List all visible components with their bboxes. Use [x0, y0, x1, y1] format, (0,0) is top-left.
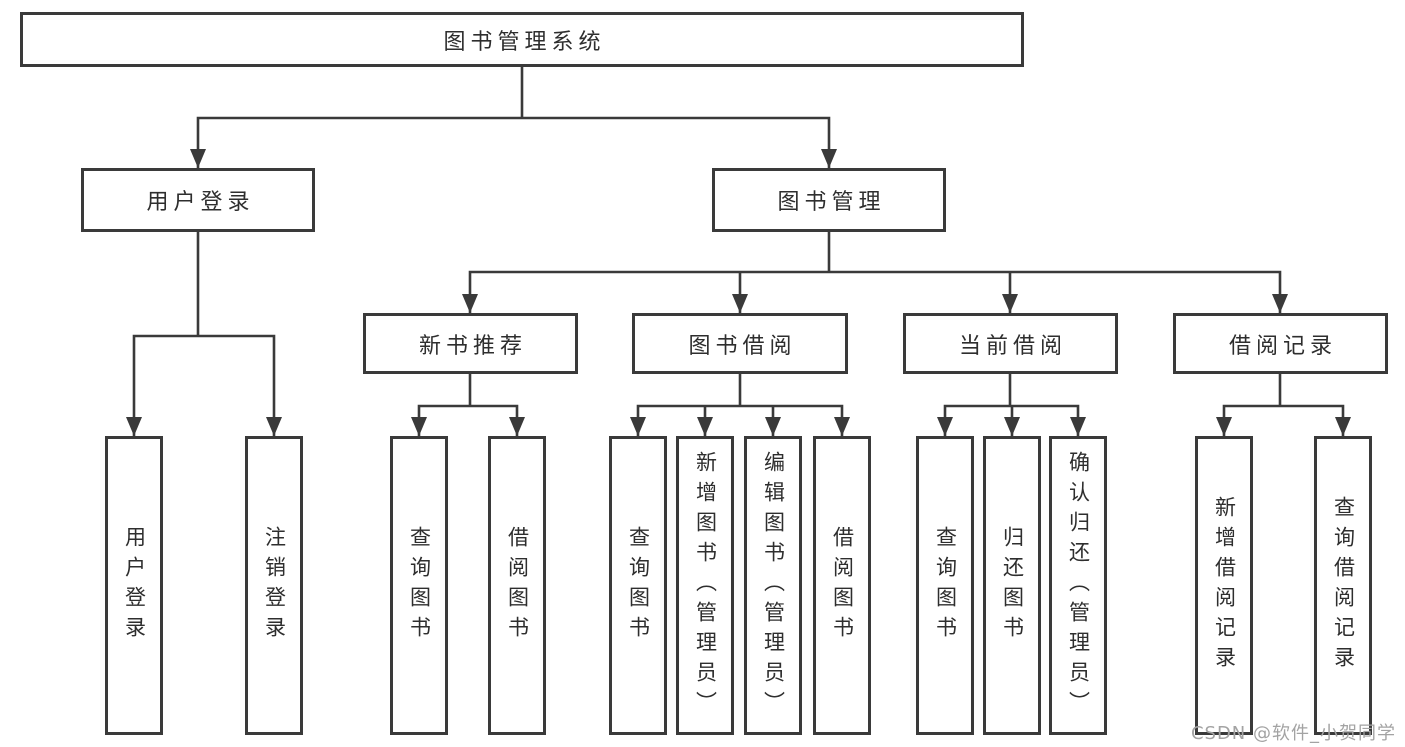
leaf-add-borrow-record: 新增借阅记录 [1195, 436, 1253, 735]
node-current-borrow: 当前借阅 [903, 313, 1118, 374]
node-book-management: 图书管理 [712, 168, 946, 232]
leaf-label: 确认归还（管理员） [1066, 450, 1091, 721]
leaf-borrow-books-recommend: 借阅图书 [488, 436, 546, 735]
leaf-label: 编辑图书（管理员） [761, 450, 786, 721]
watermark: CSDN @软件_小贺同学 [1190, 723, 1396, 744]
leaf-label: 注销登录 [262, 525, 287, 646]
leaf-borrow-books-borrow: 借阅图书 [813, 436, 871, 735]
leaf-label: 用户登录 [122, 525, 147, 646]
leaf-edit-book-admin: 编辑图书（管理员） [744, 436, 802, 735]
leaf-label: 查询借阅记录 [1331, 495, 1356, 676]
leaf-label: 查询图书 [626, 525, 651, 646]
leaf-label: 借阅图书 [505, 525, 530, 646]
leaf-label: 查询图书 [933, 525, 958, 646]
node-new-book-recommend: 新书推荐 [363, 313, 578, 374]
leaf-label: 新增图书（管理员） [693, 450, 718, 721]
node-borrow-records: 借阅记录 [1173, 313, 1388, 374]
leaf-query-books-recommend: 查询图书 [390, 436, 448, 735]
leaf-label: 查询图书 [407, 525, 432, 646]
leaf-query-books-borrow: 查询图书 [609, 436, 667, 735]
leaf-user-login: 用户登录 [105, 436, 163, 735]
leaf-query-books-current: 查询图书 [916, 436, 974, 735]
leaf-query-borrow-record: 查询借阅记录 [1314, 436, 1372, 735]
leaf-logout-login: 注销登录 [245, 436, 303, 735]
node-user-login: 用户登录 [81, 168, 315, 232]
arrowhead-icons [126, 149, 1351, 436]
leaf-label: 归还图书 [1000, 525, 1025, 646]
leaf-label: 借阅图书 [830, 525, 855, 646]
leaf-confirm-return-admin: 确认归还（管理员） [1049, 436, 1107, 735]
node-library-system: 图书管理系统 [20, 12, 1024, 67]
leaf-label: 新增借阅记录 [1212, 495, 1237, 676]
node-book-borrow: 图书借阅 [632, 313, 848, 374]
leaf-return-book: 归还图书 [983, 436, 1041, 735]
leaf-add-book-admin: 新增图书（管理员） [676, 436, 734, 735]
